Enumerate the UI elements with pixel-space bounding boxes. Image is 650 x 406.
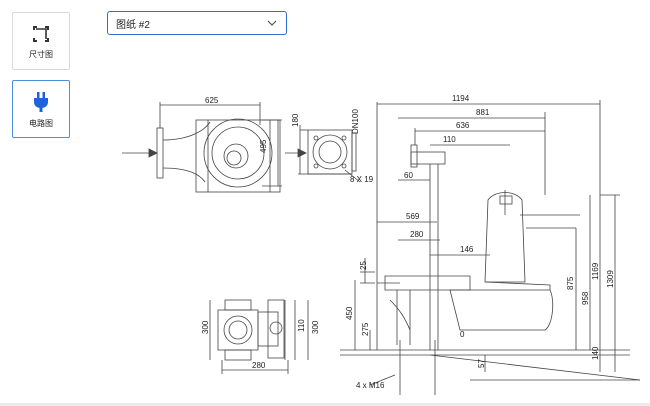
dim-881: 881 [476, 108, 490, 117]
sidebar-item-label: 电路图 [29, 118, 53, 128]
sidebar-item-circuit-diagram[interactable]: 电路图 [12, 80, 70, 138]
dim-dn100: DN100 [351, 109, 360, 134]
dim-146: 146 [460, 245, 474, 254]
crop-icon [33, 25, 49, 42]
dim-8x19: 8 X 19 [350, 175, 374, 184]
dim-1169: 1169 [591, 262, 600, 280]
dim-0: 0 [460, 330, 465, 339]
drawing-select[interactable]: 图纸 #2 [107, 11, 287, 35]
dim-57: 57 [477, 359, 486, 368]
bottom-border [0, 403, 650, 406]
sidebar-item-dimension-drawing[interactable]: 尺寸图 [12, 12, 70, 70]
dim-495: 495 [259, 139, 268, 153]
dim-958: 958 [581, 291, 590, 305]
dim-180: 180 [291, 113, 300, 127]
dim-25: 25 [359, 261, 368, 270]
dim-569: 569 [406, 212, 420, 221]
dim-110a: 110 [443, 135, 456, 144]
dim-625: 625 [205, 96, 219, 105]
dim-60: 60 [404, 171, 413, 180]
dim-140: 140 [591, 346, 600, 360]
dim-280b: 280 [252, 361, 266, 370]
drawing-select-value: 图纸 #2 [116, 19, 150, 31]
dim-300a: 300 [201, 320, 210, 334]
plug-icon [34, 91, 48, 112]
dim-4xm16: 4 x M16 [356, 381, 385, 390]
sidebar-item-label: 尺寸图 [29, 49, 53, 59]
chevron-down-icon [267, 20, 277, 26]
dim-300b: 300 [311, 320, 320, 334]
dim-875: 875 [566, 276, 575, 290]
dim-636: 636 [456, 121, 470, 130]
dim-275: 275 [361, 322, 370, 336]
dim-1194: 1194 [452, 94, 470, 103]
dim-280a: 280 [410, 230, 424, 239]
dim-110b: 110 [297, 319, 306, 332]
dim-1309: 1309 [606, 270, 615, 288]
dim-450: 450 [345, 306, 354, 320]
